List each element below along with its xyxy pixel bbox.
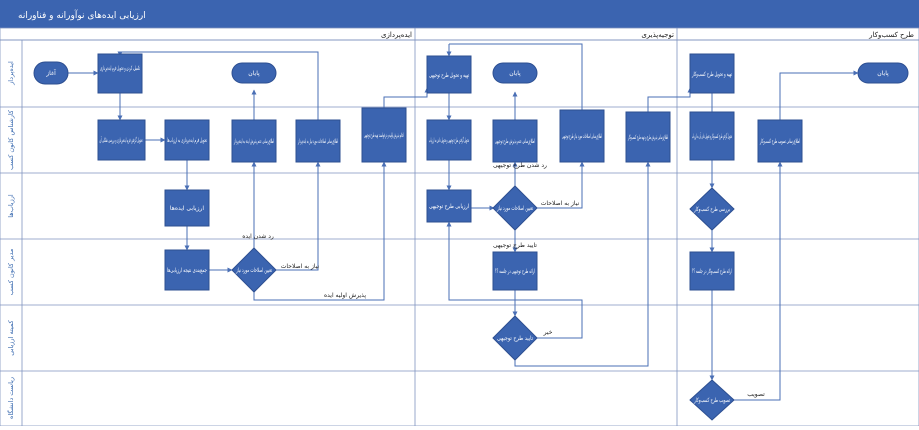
lane-label-evaluation-committee: کمیته ارزیابی [7,319,15,355]
connector [514,161,651,367]
connector [537,161,585,209]
node-label: تحویل فرم ایده‌پردازی به ارزیاب‌ها [167,137,207,144]
process-receive-and-check: تحویل گرفتن فرم ایده‌پردازی و بررسی شکلی… [97,119,146,161]
process-receive-business-plan: تحویل گرفتن طرح کسب‌وکار و تحویل دادن آن… [689,111,735,161]
node-label: پایان [509,70,521,77]
decision-approve-justification: تایید طرح توجیهی [492,315,538,361]
lane-label-center-manager: مدیر کانون کسب [7,249,15,296]
lane-frame [0,39,919,427]
node-label: تعیین اصلاحات مورد نیاز [496,205,533,212]
node-label: اطلاع‌رسانی عدم پذیرش طرح توجیهی [495,138,535,145]
lane-label-center-expert: کارشناس کانون کسب [7,109,15,170]
node-label: جمع‌بندی نتیجه ارزیابی‌ها [167,267,207,274]
node-label: ارائه طرح توجیهی در جلسه ؟؟ [495,268,535,275]
node-label: تحویل گرفتن طرح توجیهی و تحویل دادن به ا… [429,136,469,144]
lane-label-university-president: ریاست دانشگاه [7,377,15,419]
connector [276,161,321,271]
process-inform-bp-approved: اطلاع‌رسانی تصویب طرح کسب‌وکار [757,119,803,163]
node-label: تهیه و تحویل طرح کسب‌وکار [691,71,732,78]
end-terminal: پایان [857,62,909,84]
process-summarize-evaluations: جمع‌بندی نتیجه ارزیابی‌ها [164,249,210,291]
title-bar [0,0,919,28]
edge-label-reject-idea: رد شدن ایده [242,233,274,240]
edge-label-need-fix-justification: نیاز به اصلاحات [541,200,580,207]
node-label: اطلاع‌رسانی پذیرش طرح و تهیه طرح کسب‌وکا… [628,134,668,141]
node-label: تحویل گرفتن فرم ایده‌پردازی و بررسی شکلی… [100,135,143,144]
connector [117,51,319,120]
process-inform-justification-rejected: اطلاع‌رسانی عدم پذیرش طرح توجیهی [492,119,538,163]
connector [449,43,583,120]
diagram-title: ارزیابی ایده‌های نوآورانه و فناورانه [18,9,146,21]
process-evaluate-justification: ارزیابی طرح توجیهی [426,189,472,223]
edge-label-no: خیر [543,329,553,336]
process-present-business-plan: ارائه طرح کسب‌وکار در جلسه ؟؟ [689,251,735,291]
connector [446,221,583,339]
edge-label-initial-accept: پذیرش اولیه ایده [324,292,366,299]
process-prepare-justification: تهیه و تحویل طرح توجیهی [426,55,472,94]
phase-label-feasibility: توجیه‌پذیری [641,31,674,39]
process-deliver-to-evaluators: تحویل فرم ایده‌پردازی به ارزیاب‌ها [164,119,210,161]
process-inform-accept-prepare-bp: اطلاع‌رسانی پذیرش طرح و تهیه طرح کسب‌وکا… [625,111,671,163]
end-terminal: پایان [231,62,277,84]
node-label: اطلاع‌رسانی تصویب طرح کسب‌وکار [760,138,801,145]
lane-label-evaluators: ارزیاب‌ها [7,194,15,218]
node-label: تکمیل، کردن و تحویل فرم ایده‌پردازی [100,65,140,72]
node-label: اطلاع‌رسانی اصلاحات مورد نیاز به ایده‌پر… [298,138,338,145]
decision-review-business-plan: بررسی طرح کسب‌وکار [689,187,735,231]
decision-idea-fixes: تعیین اصلاحات مورد نیاز [231,247,277,293]
process-submit-idea-form: تکمیل، کردن و تحویل فرم ایده‌پردازی [97,53,143,94]
swimlanes: ایده‌پرداز کارشناس کانون کسب ارزیاب‌ها م… [0,28,919,427]
node-label: اطلاع‌رسانی اصلاحات مورد نیاز طرح توجیهی [562,133,602,140]
node-label: پایان [248,70,260,77]
process-evaluate-ideas: ارزیابی ایده‌ها [164,189,210,227]
process-prepare-business-plan: تهیه و تحویل طرح کسب‌وکار [689,53,735,94]
connector [734,161,783,401]
edge-label-approve-justification: تایید طرح توجیهی [493,242,537,249]
phase-label-business-plan: طرح کسب‌وکار [868,31,914,39]
edge-label-reject-justification: رد شدن طرح توجیهی [493,162,547,169]
edge-label-approved: تصویب [747,391,765,398]
node-label: تعیین اصلاحات مورد نیاز [235,267,272,274]
node-label: تصویب طرح کسب‌وکار [693,397,730,404]
node-label: ارائه طرح کسب‌وکار در جلسه ؟؟ [692,268,732,275]
node-label: تهیه و تحویل طرح توجیهی [429,72,469,79]
connectors [68,43,859,401]
node-label: ارزیابی ایده‌ها [170,205,204,212]
connector [779,70,859,120]
node-label: ارزیابی طرح توجیهی [429,203,469,210]
node-label: پایان [877,70,889,77]
node-label: بررسی طرح کسب‌وکار [693,206,730,213]
node-label: تایید طرح توجیهی [497,335,533,342]
end-terminal: پایان [492,62,538,84]
lane-label-ideator: ایده‌پرداز [7,61,15,86]
process-receive-justification: تحویل گرفتن طرح توجیهی و تحویل دادن به ا… [426,119,472,161]
start-terminal: آغاز [33,61,69,85]
process-inform-justification-fixes: اطلاع‌رسانی اصلاحات مورد نیاز طرح توجیهی [559,109,605,163]
phase-header-row [0,27,919,41]
decision-justification-fixes: تعیین اصلاحات مورد نیاز [492,185,538,231]
edge-label-need-fix-idea: نیاز به اصلاحات [281,263,320,270]
process-present-justification: ارائه طرح توجیهی در جلسه ؟؟ [492,251,538,291]
process-inform-idea-rejected: اطلاع‌رسانی عدم پذیرش ایده به ایده‌پرداز [231,119,277,163]
node-label: تحویل گرفتن طرح کسب‌وکار و تحویل دادن آن… [692,131,732,140]
process-inform-idea-fixes: اطلاع‌رسانی اصلاحات مورد نیاز به ایده‌پر… [295,119,341,163]
process-initial-acceptance: اعلام پذیرش اولیه و درخواست تهیه طرح توج… [361,107,407,163]
phase-label-ideation: ایده‌پردازی [381,31,412,39]
node-label: آغاز [45,68,56,77]
node-label: اطلاع‌رسانی عدم پذیرش ایده به ایده‌پرداز [234,138,275,145]
connector [253,161,387,301]
edge-labels: رد شدن ایده نیاز به اصلاحات پذیرش اولیه … [242,162,765,398]
nodes: آغاز پایان پایان پایان تکمیل، کردن و تحو… [33,53,909,421]
node-label: اعلام پذیرش اولیه و درخواست تهیه طرح توج… [364,132,404,139]
decision-approve-business-plan: تصویب طرح کسب‌وکار [689,379,735,421]
